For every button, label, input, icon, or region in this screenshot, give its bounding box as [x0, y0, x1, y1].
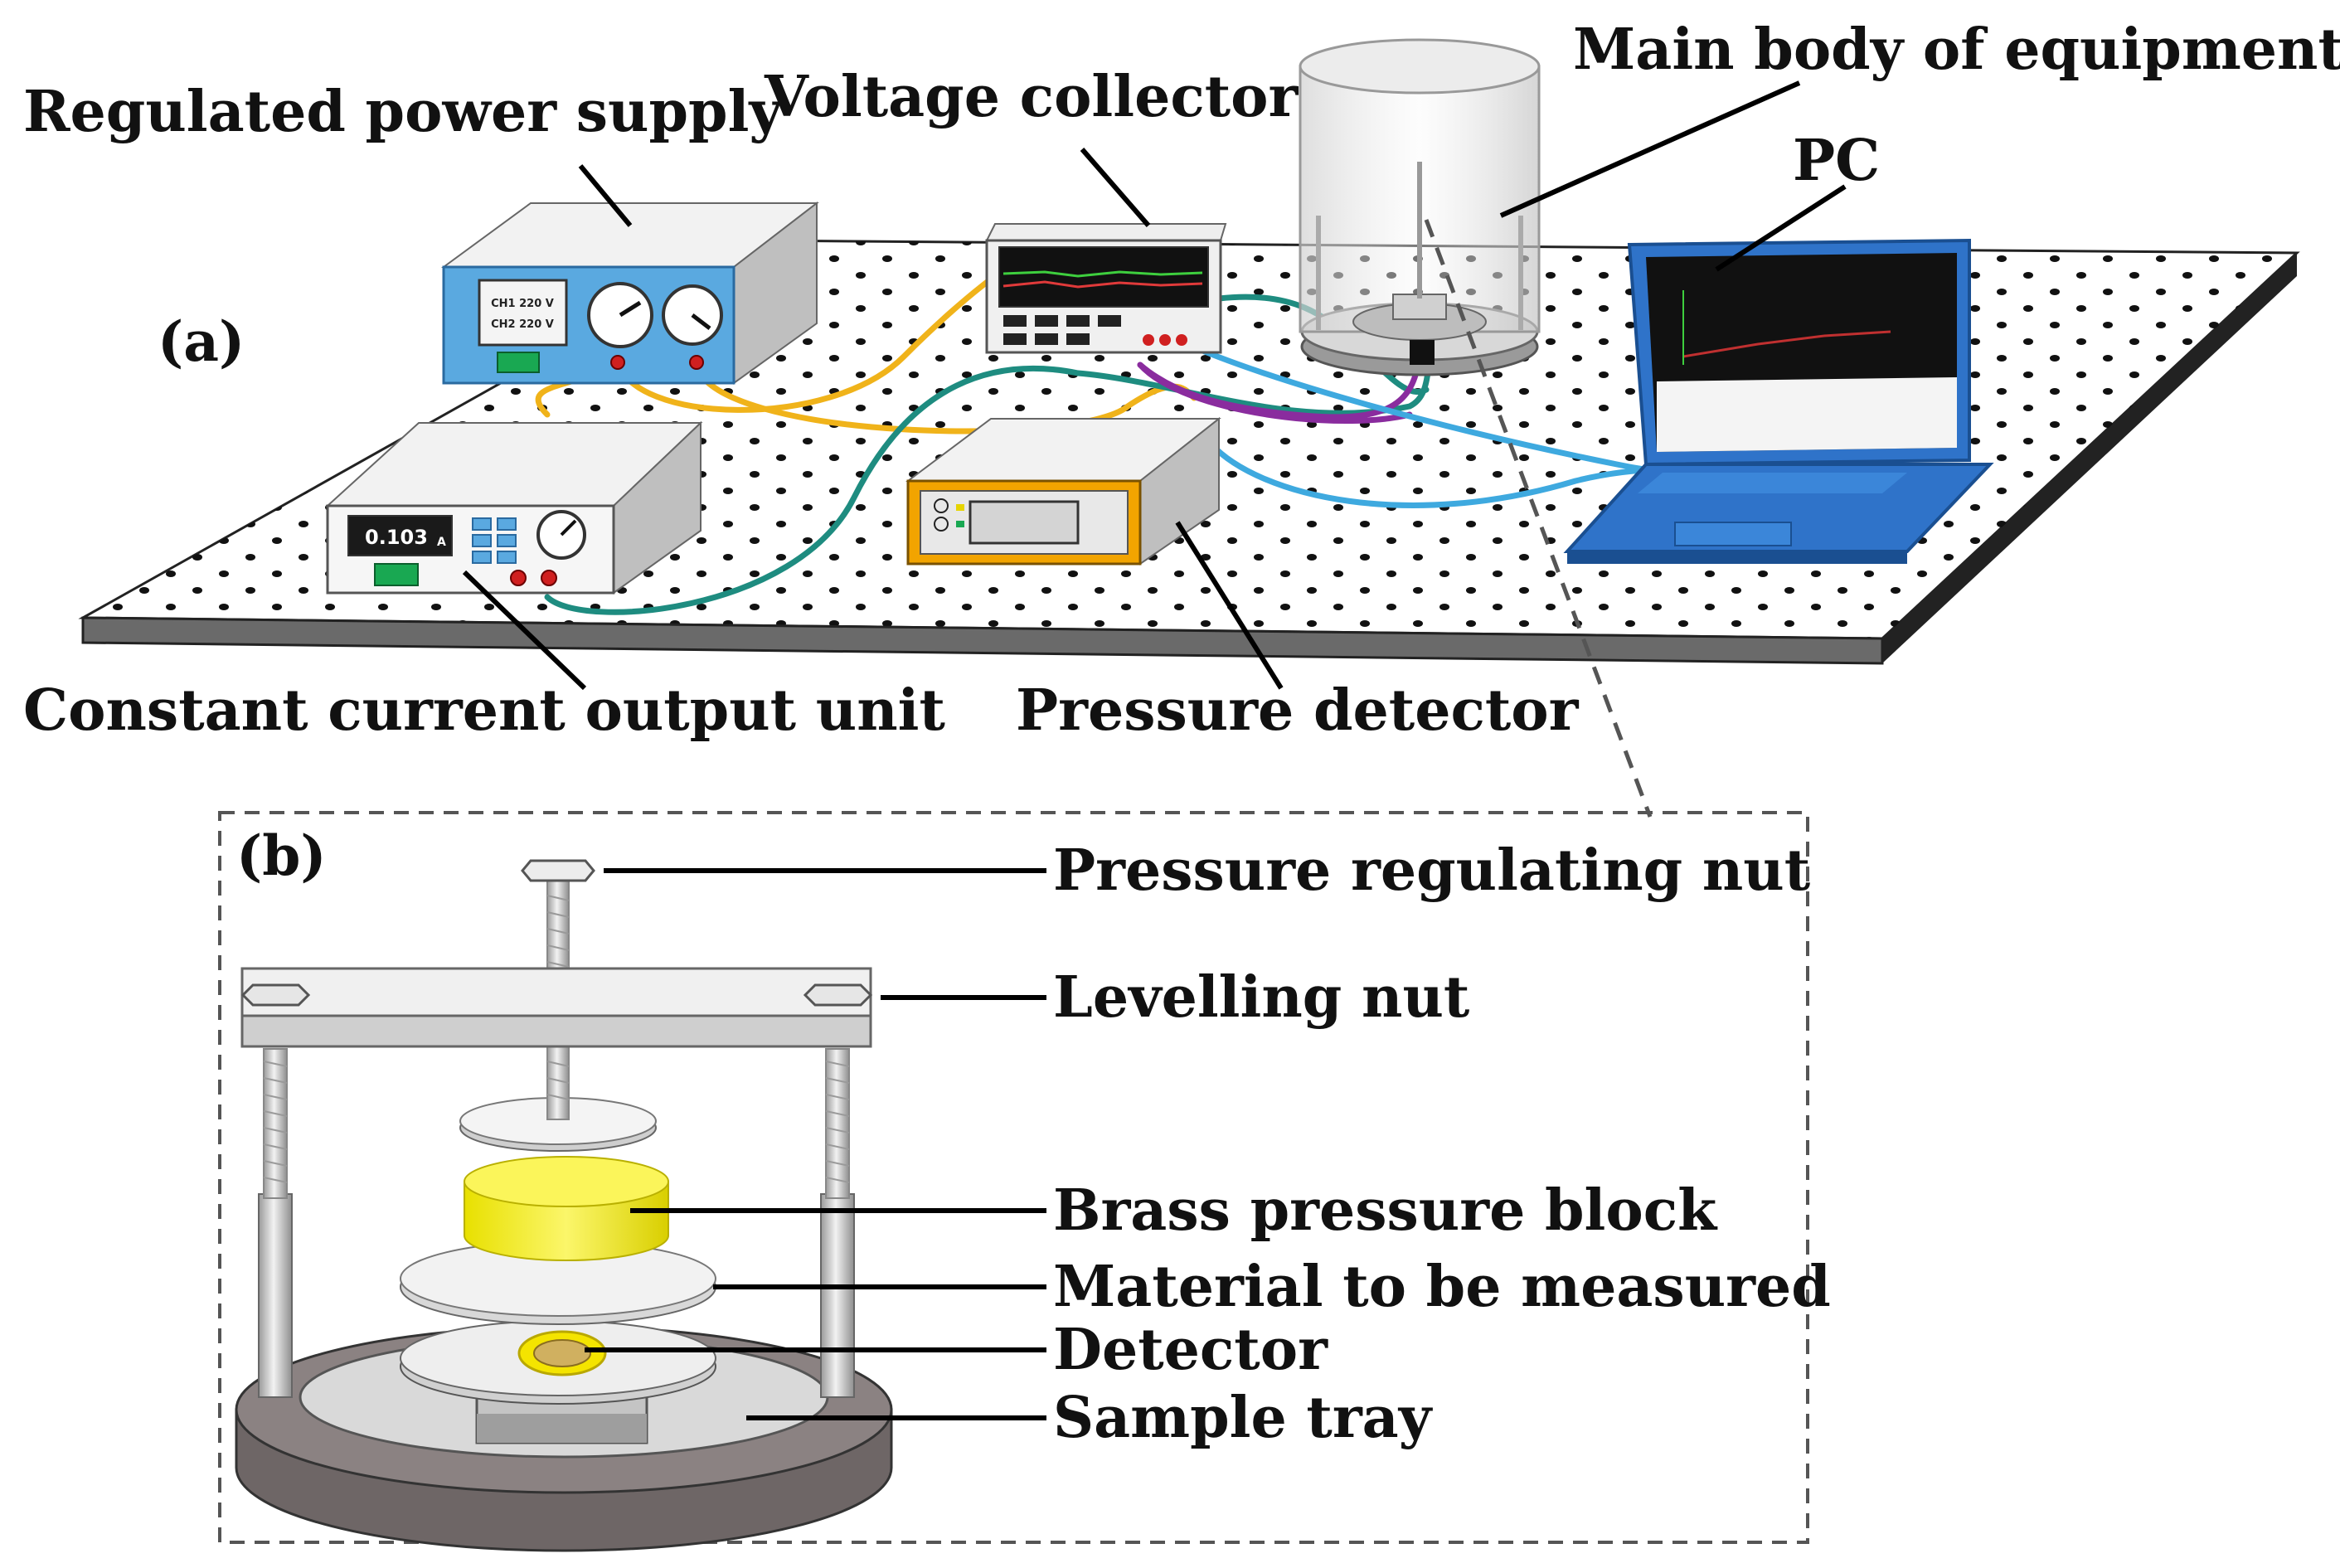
material-label: Material to be measured	[1053, 1254, 1831, 1320]
psu-power-switch	[497, 352, 540, 373]
wires	[535, 266, 1753, 615]
pressing-plate	[459, 1097, 657, 1152]
leader-line	[1175, 521, 1284, 690]
detector-disc	[400, 1320, 716, 1405]
dial-icon	[587, 282, 653, 348]
psu-ch2-readout: CH2 220 V	[491, 318, 554, 331]
panel-b-frame	[218, 811, 1809, 1544]
regulated-power-supply-label: Regulated power supply	[23, 79, 784, 145]
regulated-power-supply: CH1 220 V CH2 220 V	[440, 201, 819, 385]
leader-line	[578, 164, 633, 227]
voltage-collector-label: Voltage collector	[764, 64, 1299, 130]
dial-icon	[536, 510, 586, 560]
psu-ch1-readout: CH1 220 V	[491, 298, 554, 310]
leader-line	[1715, 184, 1847, 272]
sample-tray	[235, 1325, 893, 1552]
constant-current-label: Constant current output unit	[23, 677, 945, 744]
ccu-unit: A	[437, 536, 446, 549]
pressure-regulating-nut-label: Pressure regulating nut	[1053, 837, 1811, 904]
panel-a-tag: (a)	[158, 309, 245, 374]
detector-label: Detector	[1053, 1317, 1328, 1383]
panel-a: CH1 220 V CH2 220 V	[23, 17, 2340, 818]
support-pillars	[258, 1048, 855, 1398]
top-beam	[240, 967, 872, 1048]
panel-b: (b)	[218, 811, 1831, 1552]
laptop-pc	[1563, 238, 1994, 564]
pc-label: PC	[1793, 128, 1880, 194]
detail-callout-line	[1424, 219, 1653, 818]
levelling-nut-label: Levelling nut	[1053, 964, 1470, 1031]
dial-icon	[662, 284, 723, 346]
constant-current-output-unit: 0.103 A	[325, 420, 703, 595]
main-body-label: Main body of equipment	[1573, 17, 2340, 83]
brass-block-label: Brass pressure block	[1053, 1177, 1718, 1244]
pressure-detector-device	[905, 416, 1221, 566]
pressure-regulating-nut	[521, 859, 595, 882]
ccu-current-readout: 0.103	[365, 526, 428, 549]
panel-b-tag: (b)	[236, 823, 327, 888]
voltage-collector	[985, 223, 1227, 354]
brass-pressure-block	[464, 1156, 669, 1261]
leader-line	[1080, 148, 1151, 227]
levelling-nut	[240, 983, 873, 1007]
sample-tray-label: Sample tray	[1053, 1385, 1434, 1451]
leader-line	[462, 570, 587, 691]
leader-line	[1499, 80, 1801, 218]
main-body-equipment	[1299, 38, 1541, 376]
pressure-detector-label: Pressure detector	[1016, 677, 1580, 744]
